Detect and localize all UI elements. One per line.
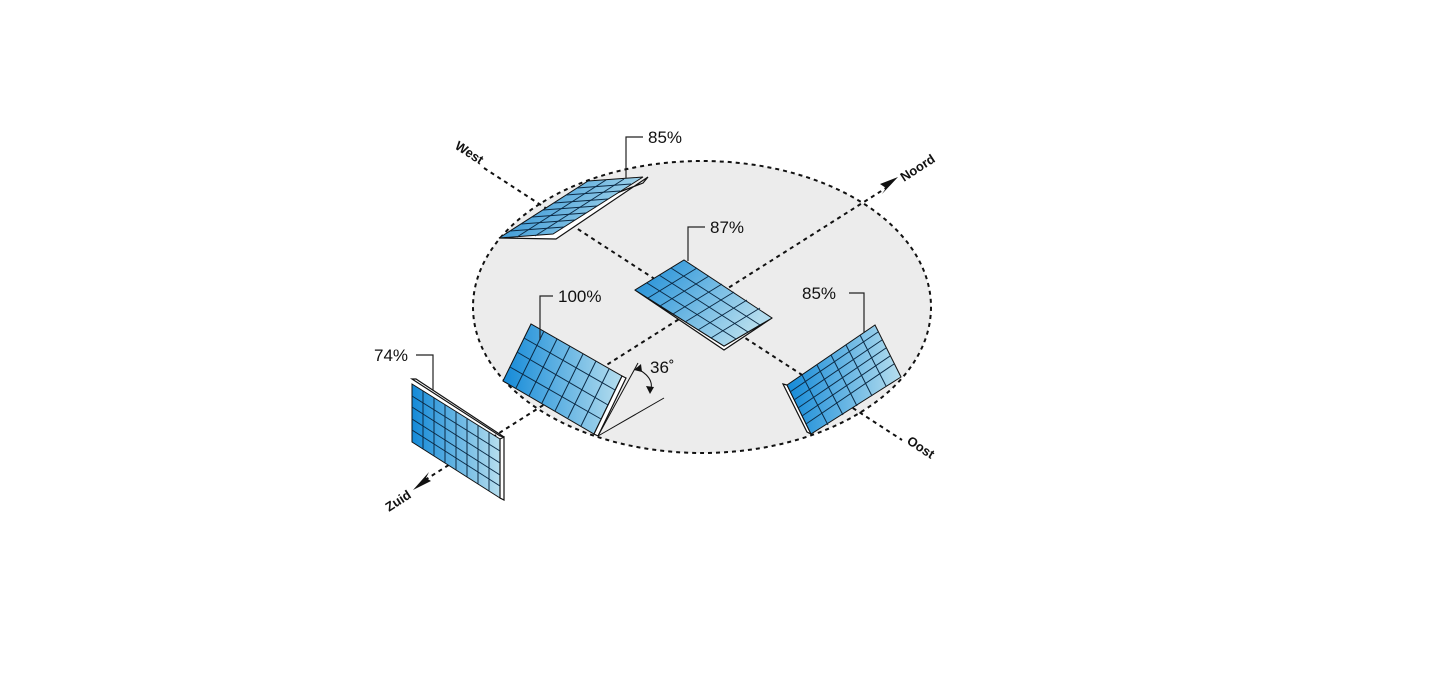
solar-panel-west (498, 176, 649, 240)
leader-line-optimal (539, 295, 553, 340)
efficiency-label-flat: 87% (710, 218, 744, 237)
tilt-angle-label: 36˚ (650, 358, 675, 377)
direction-label-south: Zuid (382, 487, 413, 515)
axis-south-north (424, 187, 887, 481)
efficiency-label-optimal: 100% (558, 287, 601, 306)
solar-panel-east (781, 324, 902, 436)
direction-label-north: Noord (897, 151, 937, 184)
leader-line-east (849, 292, 865, 333)
leader-line-flat (687, 226, 705, 261)
south-arrow-icon (413, 472, 431, 490)
leader-line-vertical (416, 354, 434, 390)
north-arrow-icon (880, 177, 898, 194)
tilt-angle-indicator (597, 362, 665, 437)
direction-label-east: Oost (904, 433, 938, 462)
solar-panel-vertical (409, 378, 505, 501)
leader-line-west (625, 136, 643, 178)
solar-panel-optimal (502, 323, 627, 437)
solar-panel-flat (634, 259, 773, 351)
direction-label-west: West (452, 138, 487, 168)
efficiency-label-east: 85% (802, 284, 836, 303)
efficiency-label-west: 85% (648, 128, 682, 147)
efficiency-label-vertical: 74% (374, 346, 408, 365)
